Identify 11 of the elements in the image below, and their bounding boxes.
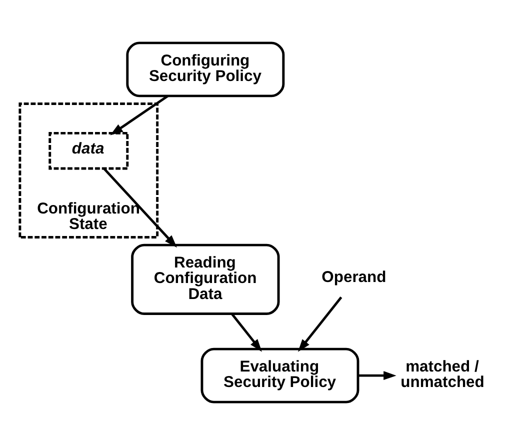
node-text: Operand xyxy=(322,269,386,286)
arrow xyxy=(110,94,168,136)
node-box: Evaluating Security Policy xyxy=(200,348,360,404)
node-box: Configuring Security Policy xyxy=(126,42,285,98)
node-text: matched / unmatched xyxy=(400,358,484,392)
arrow xyxy=(230,313,262,352)
arrow xyxy=(358,371,396,380)
arrow xyxy=(103,168,177,248)
arrow xyxy=(298,296,342,352)
node-box: Reading Configuration Data xyxy=(131,244,280,315)
node-box: data xyxy=(48,132,129,170)
